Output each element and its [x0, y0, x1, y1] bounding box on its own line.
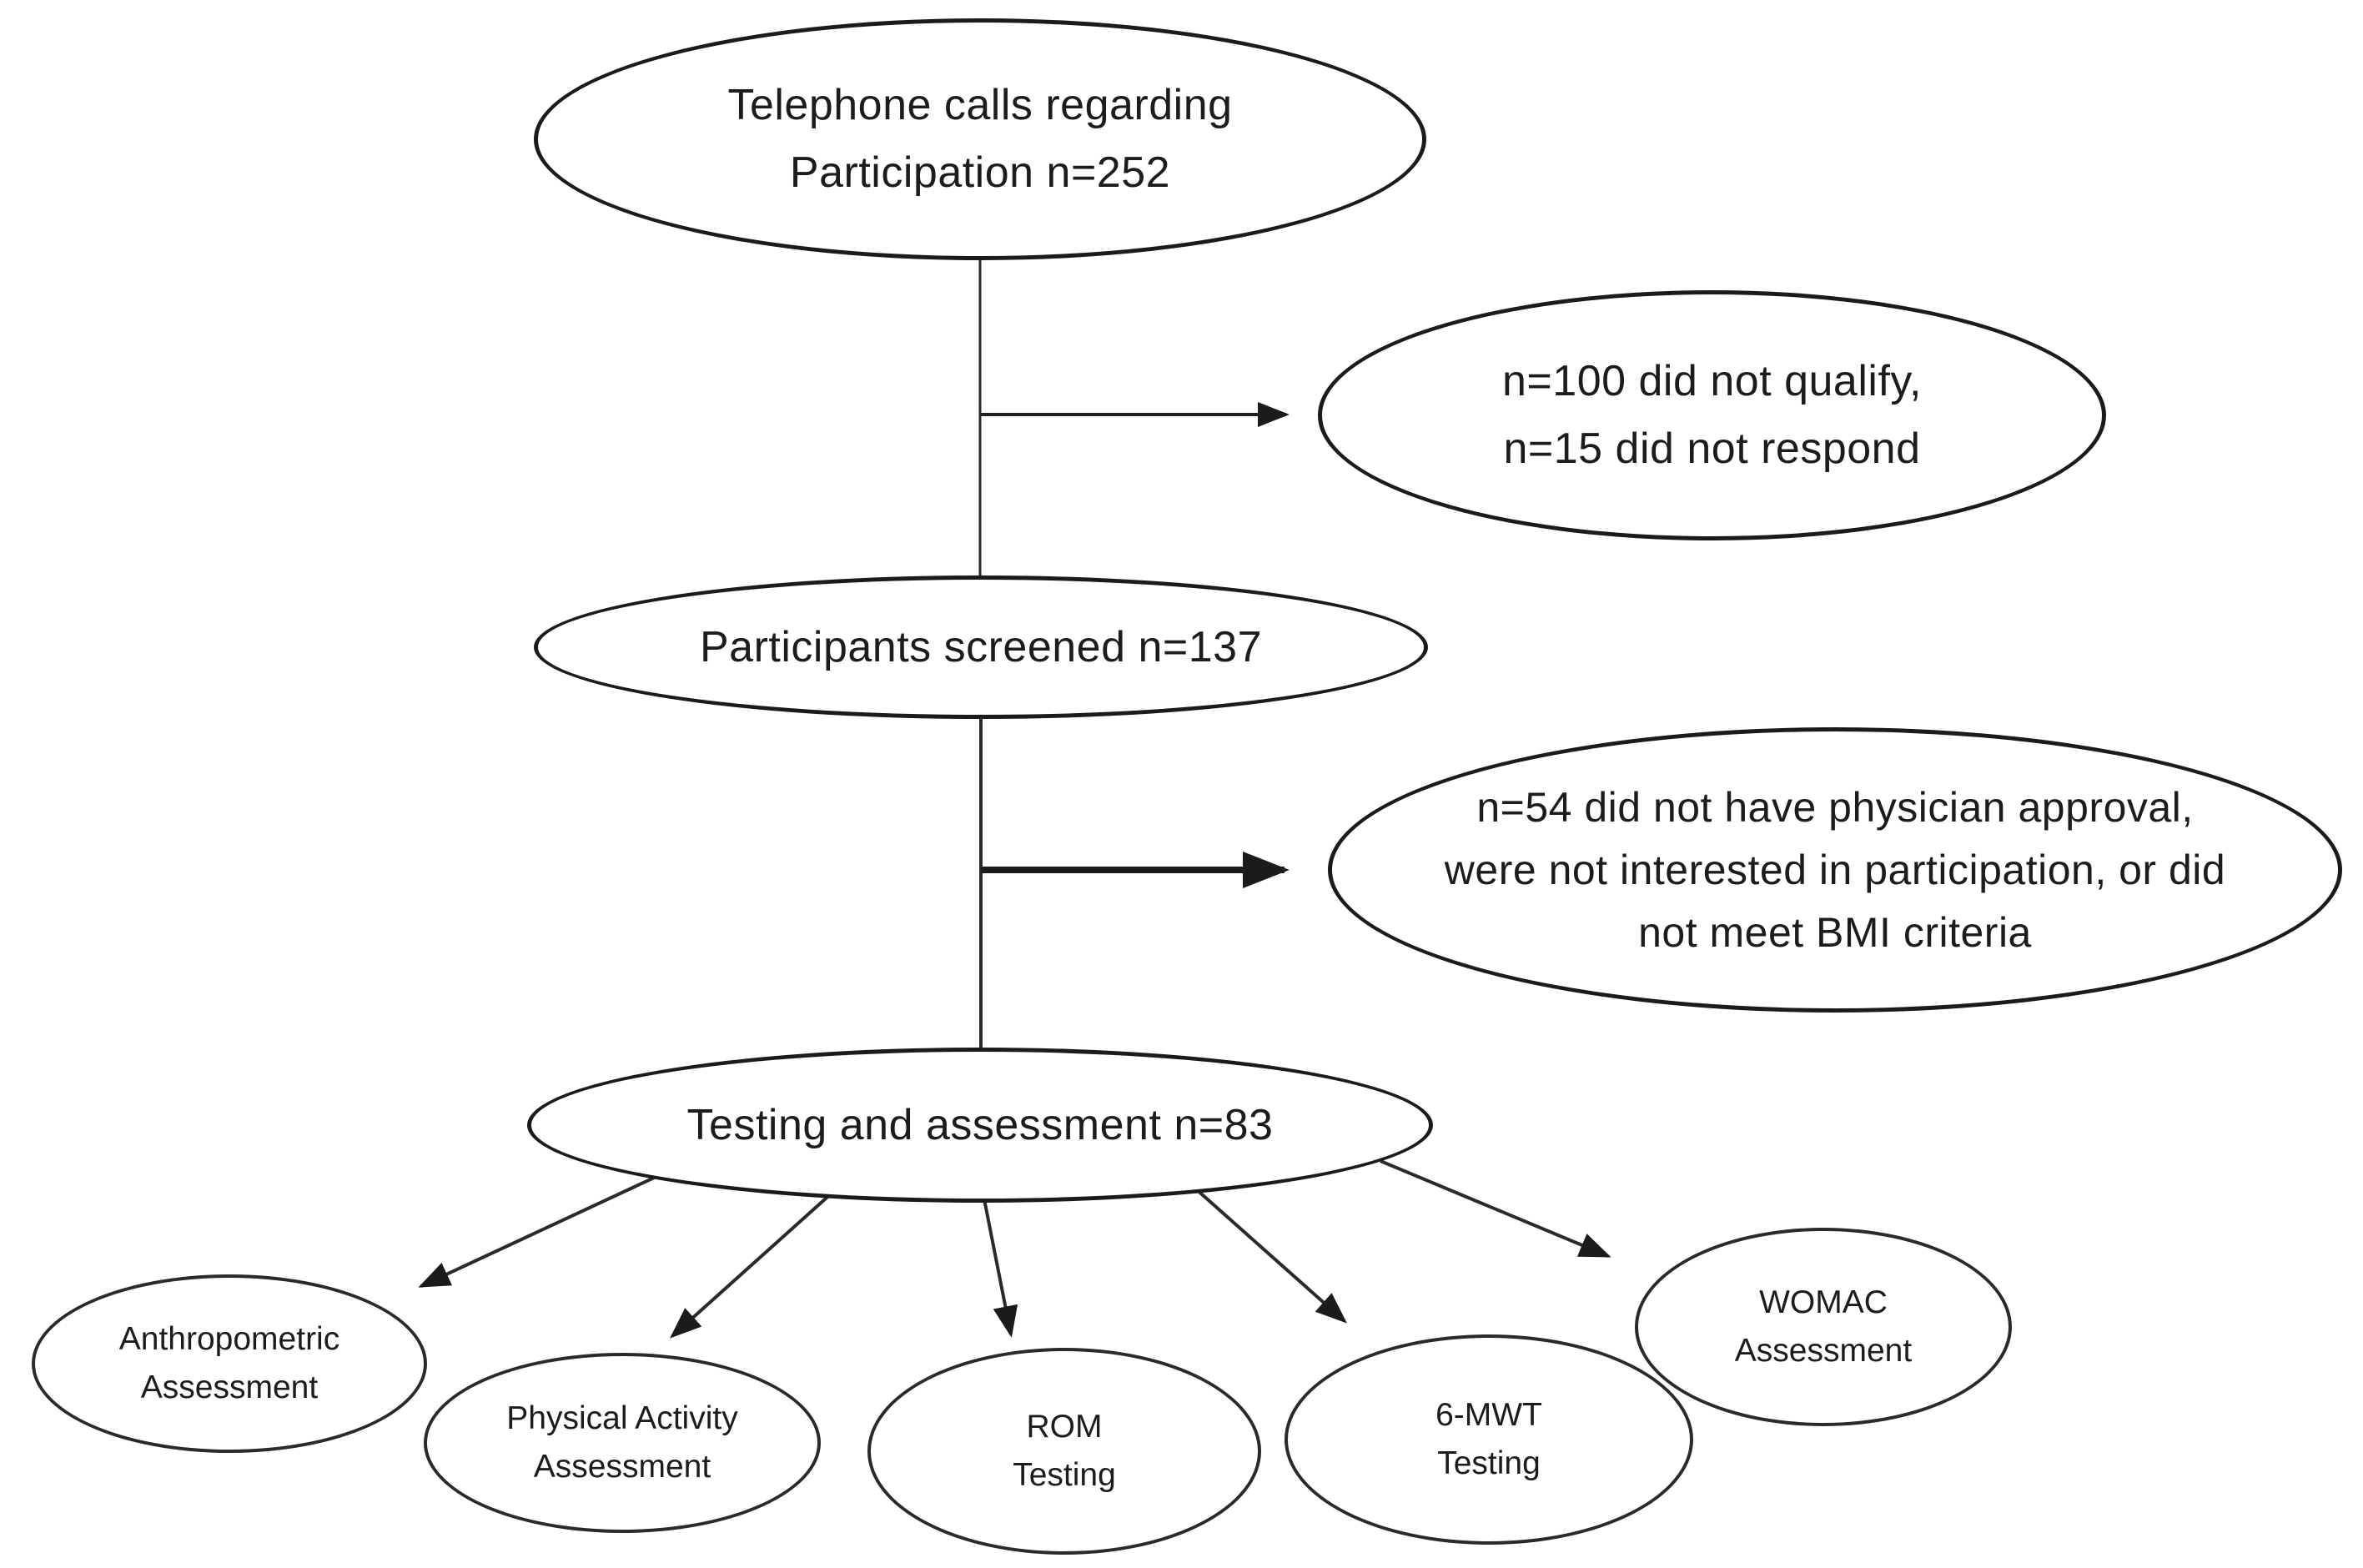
node-anthropometric-assessment-label: Anthropometric Assessment	[118, 1320, 340, 1406]
node-six-mwt-testing-label: 6-MWT Testing	[1435, 1396, 1542, 1482]
node-physical-activity-assessment: Physical Activity Assessment	[424, 1353, 821, 1533]
node-exclusion-testing-label: n=54 did not have physician approval, we…	[1444, 783, 2226, 956]
node-womac-assessment-label: WOMAC Assessment	[1734, 1284, 1913, 1369]
arrow-to-anthropometric	[418, 1166, 676, 1288]
node-rom-testing-label: ROM Testing	[1013, 1408, 1116, 1494]
node-exclusion-screening-label: n=100 did not qualify, n=15 did not resp…	[1502, 357, 1922, 473]
node-rom-testing: ROM Testing	[867, 1348, 1261, 1555]
node-womac-assessment: WOMAC Assessment	[1635, 1228, 2012, 1426]
node-six-mwt-testing: 6-MWT Testing	[1285, 1334, 1693, 1545]
node-physical-activity-assessment-label: Physical Activity Assessment	[506, 1400, 738, 1485]
node-participants-screened-label: Participants screened n=137	[699, 622, 1263, 671]
arrow-to-rom	[983, 1199, 1018, 1338]
node-exclusion-testing: n=54 did not have physician approval, we…	[1328, 727, 2342, 1013]
node-telephone-calls: Telephone calls regarding Participation …	[534, 18, 1426, 260]
node-telephone-calls-label: Telephone calls regarding Participation …	[727, 81, 1233, 197]
node-participants-screened: Participants screened n=137	[534, 575, 1428, 719]
arrow-to-womac	[1380, 1159, 1611, 1258]
arrow-to-physical-activity	[670, 1189, 836, 1339]
node-exclusion-screening: n=100 did not qualify, n=15 did not resp…	[1318, 290, 2106, 540]
arrow-to-six-mwt	[1193, 1186, 1347, 1324]
node-testing-assessment: Testing and assessment n=83	[527, 1048, 1433, 1203]
node-anthropometric-assessment: Anthropometric Assessment	[32, 1274, 427, 1453]
node-testing-assessment-label: Testing and assessment n=83	[686, 1100, 1274, 1149]
